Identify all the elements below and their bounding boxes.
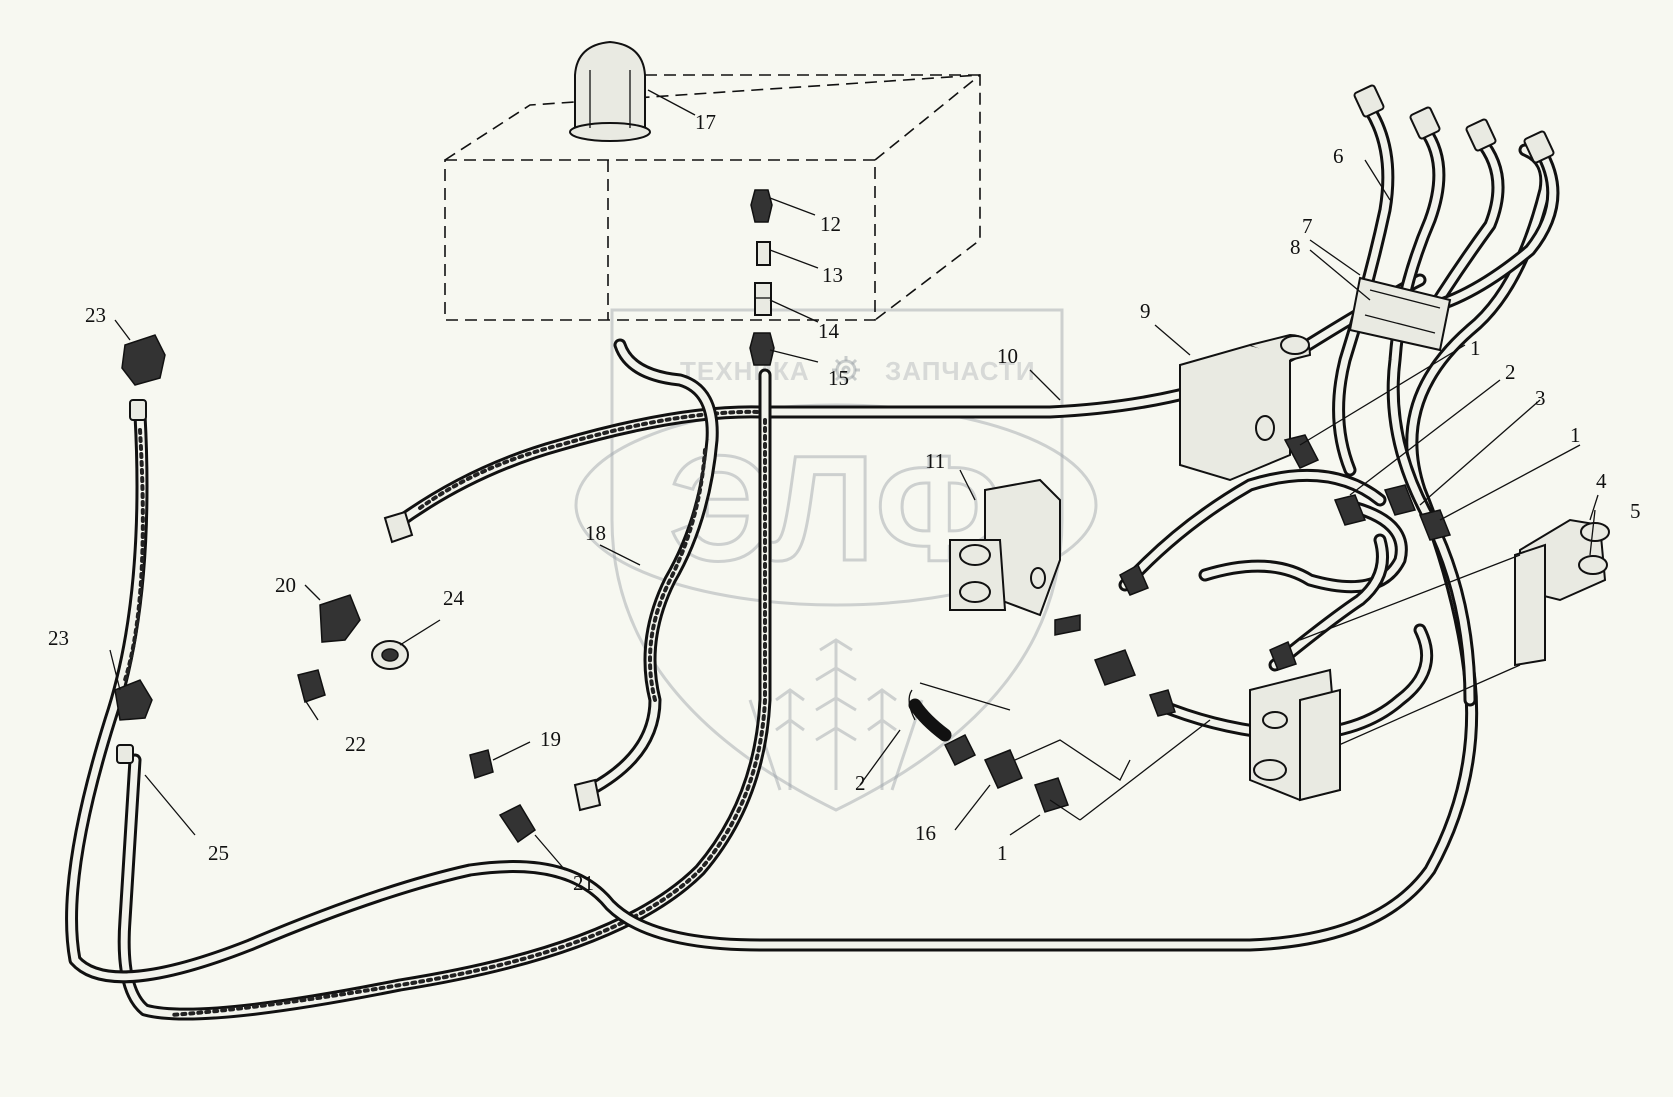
- watermark-wheat-icon: [748, 638, 924, 791]
- callout-3: 3: [1535, 386, 1546, 410]
- hose-ends-6: [1353, 84, 1555, 164]
- callout-24: 24: [443, 586, 465, 610]
- callout-1-upper: 1: [1470, 336, 1481, 360]
- fitting-20: [319, 594, 361, 643]
- fitting-23-top: [121, 334, 166, 421]
- callout-21: 21: [573, 871, 594, 895]
- seal-14: [754, 282, 772, 316]
- hose-end-left: [383, 510, 602, 812]
- callout-6: 6: [1333, 144, 1344, 168]
- clamp-7-8: [1348, 276, 1452, 352]
- bracket-lower-right: [1249, 668, 1342, 802]
- callout-4: 4: [1596, 469, 1607, 493]
- watermark-brand-left: ТЕХНИКА: [680, 356, 810, 386]
- watermark-ellipse: [574, 403, 1098, 607]
- callout-1-right: 1: [1570, 423, 1581, 447]
- watermark-brand-right: ЗАПЧАСТИ: [885, 356, 1036, 386]
- fitting-24: [371, 640, 409, 670]
- watermark-shield: [610, 308, 1064, 812]
- callout-14: 14: [818, 319, 840, 343]
- callout-15: 15: [828, 366, 849, 390]
- hose-group: [65, 103, 1560, 1021]
- callout-5: 5: [1630, 499, 1641, 523]
- callout-13: 13: [822, 263, 843, 287]
- seal-13: [756, 241, 771, 266]
- callout-7: 7: [1302, 214, 1313, 238]
- callout-9: 9: [1140, 299, 1151, 323]
- watermark-logo: ТЕХНИКА ЗАПЧАСТИ ЭЛФ: [574, 308, 1098, 812]
- watermark-logo-letters: ЭЛФ: [669, 424, 1003, 592]
- callout-20: 20: [275, 573, 296, 597]
- hose-right-3: [1268, 533, 1389, 672]
- callout-25: 25: [208, 841, 229, 865]
- fitting-15: [749, 332, 775, 366]
- callout-8: 8: [1290, 235, 1301, 259]
- hose-short-left: [908, 698, 952, 742]
- callout-2-lower: 2: [855, 771, 866, 795]
- bracket-11: [949, 478, 1061, 617]
- callout-labels: 17 12 13 14 15 6 7 8 9 10 1 2 3 1 4 5 11…: [48, 110, 1641, 895]
- callout-18: 18: [585, 521, 606, 545]
- fitting-21: [498, 804, 537, 844]
- gear-icon: [832, 356, 860, 384]
- callout-11: 11: [925, 449, 945, 473]
- leader-lines: [109, 89, 1599, 871]
- hydraulic-tank: [444, 74, 981, 321]
- valve-block-9: [1179, 333, 1312, 482]
- fittings-lower-middle: [908, 682, 1211, 821]
- fitting-19: [469, 749, 494, 779]
- bracket-4-5: [1299, 518, 1610, 761]
- callout-17: 17: [695, 110, 716, 134]
- callout-12: 12: [820, 212, 841, 236]
- callout-22: 22: [345, 732, 366, 756]
- callout-2-upper: 2: [1505, 360, 1516, 384]
- callout-23-lower: 23: [48, 626, 69, 650]
- callout-16: 16: [915, 821, 936, 845]
- fittings-right-cluster: [1054, 434, 1452, 717]
- callout-23-top: 23: [85, 303, 106, 327]
- fitting-12: [750, 189, 773, 223]
- callout-1-lower: 1: [997, 841, 1008, 865]
- fitting-23-lower: [114, 679, 153, 764]
- callout-19: 19: [540, 727, 561, 751]
- filler-cap-17: [569, 40, 651, 142]
- callout-10: 10: [997, 344, 1018, 368]
- fitting-22: [297, 669, 326, 703]
